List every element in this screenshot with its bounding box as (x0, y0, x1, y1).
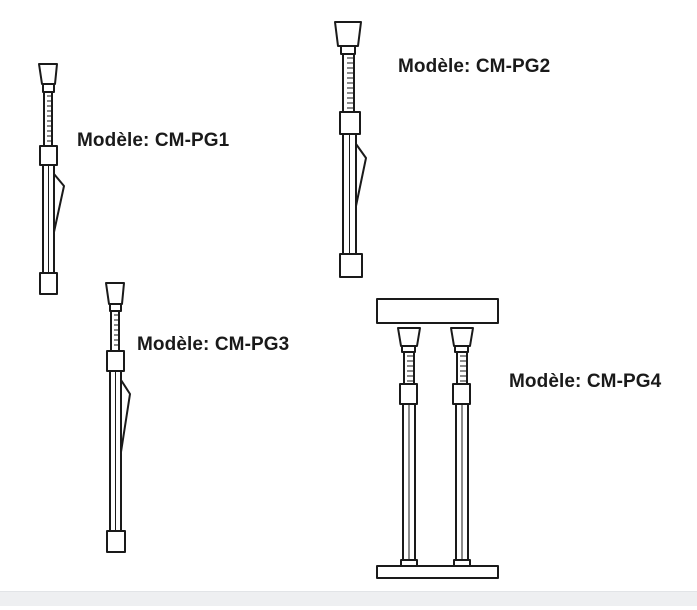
model-label-cm-pg2: Modèle: CM-PG2 (398, 56, 551, 77)
prop-cm-pg4-left-prop (397, 327, 421, 567)
prop-cm-pg3 (105, 282, 131, 553)
prop-cm-pg3-scale-ticks (114, 314, 119, 346)
prop-cm-pg1-scale-ticks (47, 95, 52, 142)
prop-cm-pg4-base-plate (376, 565, 499, 579)
prop-cm-pg2-foot (339, 253, 363, 278)
prop-cm-pg1-threaded-rod (43, 91, 53, 147)
prop-cm-pg2-collar (339, 111, 361, 135)
prop-cm-pg3-foot (106, 530, 126, 553)
prop-cm-pg2 (334, 21, 367, 278)
prop-cm-pg2-scale-ticks (347, 57, 354, 109)
prop-cm-pg3-cap (105, 282, 125, 305)
model-label-cm-pg4: Modèle: CM-PG4 (509, 371, 662, 392)
prop-cm-pg4 (376, 298, 499, 579)
prop-cm-pg2-clip (355, 143, 367, 207)
prop-cm-pg1-neck (42, 83, 55, 93)
prop-cm-pg4-top-plate (376, 298, 499, 324)
model-label-cm-pg1: Modèle: CM-PG1 (77, 130, 230, 151)
prop-cm-pg4-right-prop (450, 327, 474, 567)
prop-cm-pg1-collar (39, 145, 58, 166)
prop-cm-pg1 (38, 63, 65, 295)
prop-cm-pg3-collar (106, 350, 125, 372)
prop-cm-pg3-neck (109, 303, 122, 312)
prop-cm-pg2-cap (334, 21, 362, 47)
prop-cm-pg1-foot (39, 272, 58, 295)
prop-cm-pg1-clip (53, 173, 65, 233)
footer-bar (0, 591, 697, 606)
prop-cm-pg3-clip (120, 379, 131, 453)
prop-cm-pg2-neck (340, 45, 356, 55)
prop-cm-pg1-cap (38, 63, 58, 85)
model-label-cm-pg3: Modèle: CM-PG3 (137, 334, 290, 355)
